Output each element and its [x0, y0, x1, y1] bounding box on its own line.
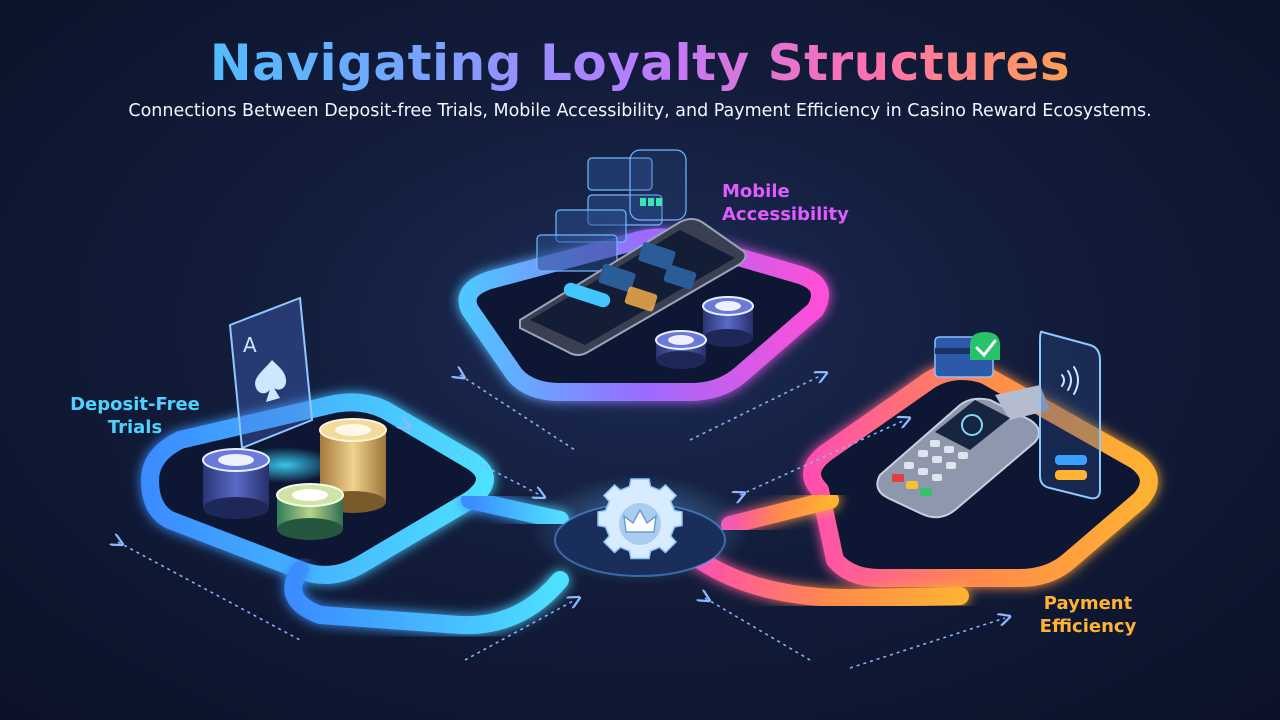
arrow-trials-hub [405, 425, 540, 495]
label-deposit-free-trials: Deposit-Free Trials [70, 393, 200, 439]
arrow-payment-lower [705, 598, 811, 661]
payment-contents [876, 330, 1101, 519]
label-line: Deposit-Free [70, 394, 200, 415]
label-line: Payment [1043, 593, 1133, 614]
checkmark-icon [970, 332, 1000, 360]
gear-crown-icon [597, 478, 683, 560]
chip-stack-navy [202, 448, 270, 519]
profile-card [536, 234, 618, 272]
playing-card-spade-icon: A [228, 296, 314, 450]
label-line: Accessibility [722, 204, 849, 225]
label-payment-efficiency: Payment Efficiency [1018, 592, 1158, 638]
profile-card [587, 157, 653, 191]
smartphone-icon [519, 218, 747, 356]
contactless-icon [1061, 366, 1079, 395]
label-line: Trials [107, 417, 163, 438]
chip-stack-navy [655, 330, 707, 369]
keypad [904, 440, 968, 481]
label-line: Mobile [722, 181, 790, 202]
arrow-mobile-left [460, 375, 576, 451]
page-title: Navigating Loyalty Structures [0, 30, 1280, 96]
lock-frame [629, 149, 687, 221]
mobile-contents [519, 149, 754, 369]
chip-stack-green [276, 483, 344, 540]
arrow-payment-outer [849, 618, 1005, 669]
connector-arrows [118, 375, 1005, 669]
page-subtitle: Connections Between Deposit-free Trials,… [128, 101, 1152, 121]
chip-stack-navy [702, 296, 754, 347]
payment-phone [1039, 330, 1101, 500]
hub [530, 475, 750, 585]
label-line: Efficiency [1039, 616, 1137, 637]
card-rank: A [243, 333, 257, 357]
trials-contents: A [202, 296, 387, 540]
arrow-payment-hub [740, 420, 905, 495]
label-mobile-accessibility: Mobile Accessibility [722, 180, 892, 226]
floating-profile-cards [536, 149, 687, 272]
card-terminal-icon [876, 385, 1050, 519]
